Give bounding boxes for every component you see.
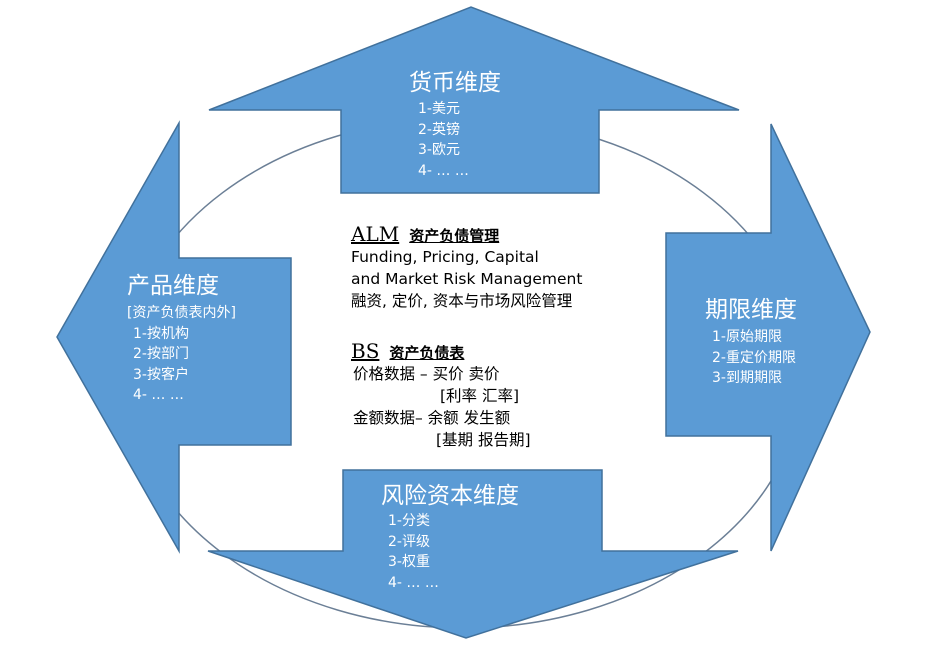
product-title: 产品维度 bbox=[127, 273, 219, 299]
risk-capital-item: 3-权重 bbox=[388, 554, 430, 570]
alm-block: ALM 资产负债管理 Funding, Pricing, Capital and … bbox=[351, 222, 582, 312]
bs-abbr: BS bbox=[351, 339, 380, 363]
currency-dimension: 货币维度 1-美元 2-英镑 3-欧元 4- … … bbox=[409, 68, 501, 181]
risk-capital-arrow bbox=[207, 469, 739, 639]
term-item: 1-原始期限 bbox=[712, 329, 782, 345]
term-dimension: 期限维度 1-原始期限 2-重定价期限 3-到期期限 bbox=[705, 295, 797, 389]
term-item: 3-到期期限 bbox=[712, 370, 782, 386]
term-item: 2-重定价期限 bbox=[712, 349, 796, 366]
risk-capital-title: 风险资本维度 bbox=[381, 483, 519, 509]
currency-arrow bbox=[208, 6, 740, 194]
bs-line: 价格数据 – 买价 卖价 bbox=[353, 365, 500, 383]
risk-capital-item: 4- … … bbox=[388, 574, 439, 591]
bs-line: [利率 汇率] bbox=[440, 387, 520, 405]
term-title: 期限维度 bbox=[705, 297, 797, 323]
alm-chinese: 资产负债管理 bbox=[409, 227, 500, 245]
alm-line: Funding, Pricing, Capital bbox=[351, 248, 539, 266]
alm-line: 融资, 定价, 资本与市场风险管理 bbox=[351, 292, 573, 310]
product-subtitle: [资产负债表内外] bbox=[127, 305, 236, 321]
risk-capital-item: 2-评级 bbox=[388, 533, 430, 550]
product-item: 4- … … bbox=[133, 387, 184, 403]
bs-line: [基期 报告期] bbox=[436, 431, 531, 449]
currency-item: 4- … … bbox=[418, 162, 469, 179]
bs-block: BS 资产负债表 价格数据 – 买价 卖价 [利率 汇率] 金额数据– 余额 发生… bbox=[351, 339, 531, 451]
product-item: 1-按机构 bbox=[133, 325, 189, 342]
bs-chinese: 资产负债表 bbox=[389, 344, 465, 362]
product-item: 3-按客户 bbox=[133, 366, 189, 383]
product-arrow bbox=[56, 120, 292, 554]
currency-item: 3-欧元 bbox=[418, 142, 460, 158]
risk-capital-item: 1-分类 bbox=[388, 513, 430, 529]
currency-title: 货币维度 bbox=[409, 70, 501, 96]
currency-item: 2-英镑 bbox=[418, 121, 460, 138]
bs-line: 金额数据– 余额 发生额 bbox=[353, 409, 511, 427]
risk-capital-dimension: 风险资本维度 1-分类 2-评级 3-权重 4- … … bbox=[381, 481, 519, 593]
currency-item: 1-美元 bbox=[418, 101, 460, 117]
term-arrow bbox=[665, 123, 871, 552]
product-dimension: 产品维度 [资产负债表内外] 1-按机构 2-按部门 3-按客户 4- … … bbox=[127, 271, 236, 406]
product-item: 2-按部门 bbox=[133, 346, 189, 362]
alm-line: and Market Risk Management bbox=[351, 270, 583, 288]
alm-abbr: ALM bbox=[351, 222, 400, 246]
